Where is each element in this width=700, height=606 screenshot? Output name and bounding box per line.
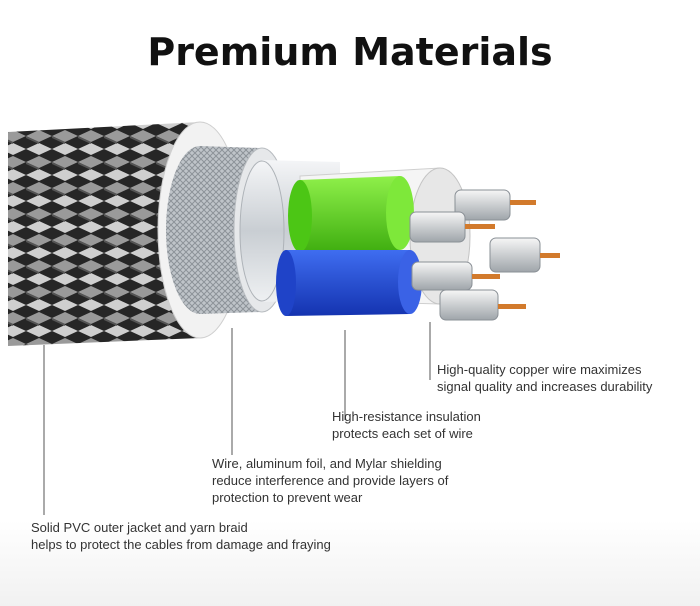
callout-jacket: Solid PVC outer jacket and yarn braid he… (31, 520, 331, 552)
wire-bundle (454, 189, 536, 221)
floor-gradient (0, 520, 700, 606)
wire-bundle (439, 289, 526, 321)
callout-copper: High-quality copper wire maximizes signa… (437, 362, 653, 394)
wire-bundle (489, 237, 560, 273)
conductor-bundles (409, 189, 560, 321)
callout-shielding: Wire, aluminum foil, and Mylar shielding… (212, 456, 449, 505)
page-title: Premium Materials (147, 30, 553, 74)
callout-insulation: High-resistance insulation protects each… (332, 409, 481, 441)
green-insulation (288, 176, 414, 252)
leader-lines (43, 322, 431, 515)
wire-bundle (411, 261, 500, 291)
wire-bundle (409, 211, 495, 243)
blue-insulation (276, 250, 422, 316)
